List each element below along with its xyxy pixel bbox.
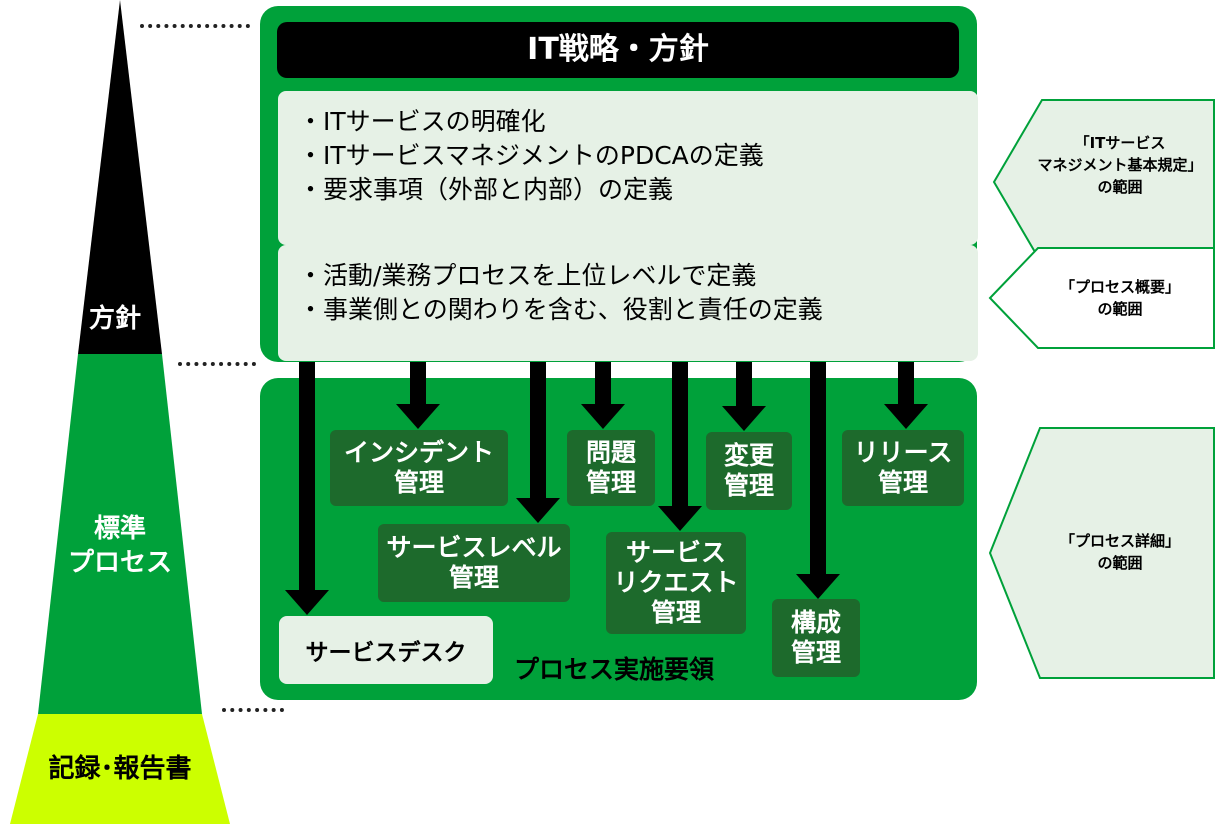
release-management: リリース 管理 <box>842 430 964 506</box>
service-desk: サービスデスク <box>279 616 493 684</box>
callout-line: の範囲 <box>1097 554 1143 572</box>
process-label-line: リクエスト <box>613 568 739 597</box>
process-label-line: 管理 <box>877 468 928 497</box>
arrow-to-incident <box>396 362 440 429</box>
callout-process-overview-text: 「プロセス概要」 の範囲 <box>1020 276 1219 320</box>
process-label-line: 管理 <box>650 598 701 627</box>
pyramid-bottom-section <box>10 714 230 824</box>
pyramid-bottom-label: 記録･報告書 <box>48 754 192 784</box>
leader-line-middle <box>178 362 256 366</box>
arrow-to-problem <box>581 362 625 429</box>
incident-management: インシデント 管理 <box>330 430 508 506</box>
callout-process-detail-text: 「プロセス詳細」 の範囲 <box>1020 530 1219 574</box>
arrow-to-change <box>722 362 766 431</box>
callout-process-detail-shape <box>988 427 1215 679</box>
process-label-line: 管理 <box>790 638 841 667</box>
process-label-line: 構成 <box>790 608 841 637</box>
bullet-item: ・ITサービスの明確化 <box>298 107 546 136</box>
bullet-item: ・要求事項（外部と内部）の定義 <box>298 175 674 204</box>
pyramid-middle-label-line: プロセス <box>67 548 172 578</box>
process-label-line: 管理 <box>448 563 499 592</box>
pyramid-middle-section <box>38 354 202 714</box>
arrow-to-service-level <box>516 362 560 523</box>
callout-line: の範囲 <box>1097 300 1143 318</box>
process-label-line: 管理 <box>723 471 774 500</box>
pyramid-middle-label: 標準 プロセス <box>40 512 200 580</box>
arrow-to-service-desk <box>285 362 329 615</box>
process-label-line: リリース <box>853 438 953 467</box>
leader-line-bottom <box>222 708 284 712</box>
callout-line: の範囲 <box>1097 178 1143 196</box>
callout-line: 「ITサービス <box>1074 134 1166 152</box>
process-label-line: インシデント <box>343 438 494 467</box>
service-request-management: サービス リクエスト 管理 <box>606 532 746 634</box>
arrow-to-release <box>884 362 928 429</box>
bullet-item: ・ITサービスマネジメントのPDCAの定義 <box>298 141 764 170</box>
policy-bullets-b: ・活動/業務プロセスを上位レベルで定義 ・事業側との関わりを含む、役割と責任の定… <box>278 245 978 361</box>
pyramid-top-label: 方針 <box>88 304 141 334</box>
callout-line: 「プロセス概要」 <box>1059 278 1180 296</box>
pyramid-middle-label-line: 標準 <box>93 514 146 544</box>
policy-title: IT戦略・方針 <box>277 22 959 78</box>
pyramid-top-section <box>78 0 162 354</box>
process-box-caption: プロセス実施要領 <box>514 655 715 684</box>
change-management: 変更 管理 <box>706 432 792 510</box>
arrow-to-configuration <box>796 362 840 599</box>
process-label-line: サービス <box>625 538 726 567</box>
pyramid <box>10 0 230 824</box>
bullet-item: ・活動/業務プロセスを上位レベルで定義 <box>298 261 757 290</box>
callout-line: マネジメント基本規定」 <box>1037 156 1203 174</box>
configuration-management: 構成 管理 <box>772 599 860 677</box>
callout-line: 「プロセス詳細」 <box>1059 532 1180 550</box>
callout-basic-regulation-text: 「ITサービス マネジメント基本規定」 の範囲 <box>1020 132 1219 198</box>
callout-process-overview-shape <box>988 247 1215 349</box>
process-label-line: 問題 <box>585 438 636 467</box>
process-label-line: 変更 <box>723 441 774 470</box>
service-level-management: サービスレベル 管理 <box>378 524 570 602</box>
process-label-line: サービスレベル <box>386 533 562 562</box>
process-label-line: 管理 <box>585 468 636 497</box>
policy-bullets-a: ・ITサービスの明確化 ・ITサービスマネジメントのPDCAの定義 ・要求事項（… <box>278 91 978 245</box>
leader-line-top <box>140 24 250 28</box>
bullet-item: ・事業側との関わりを含む、役割と責任の定義 <box>298 295 823 324</box>
process-label-line: 管理 <box>393 468 444 497</box>
problem-management: 問題 管理 <box>567 430 655 506</box>
callouts-layer <box>988 99 1215 679</box>
arrow-to-service-request <box>658 362 702 531</box>
